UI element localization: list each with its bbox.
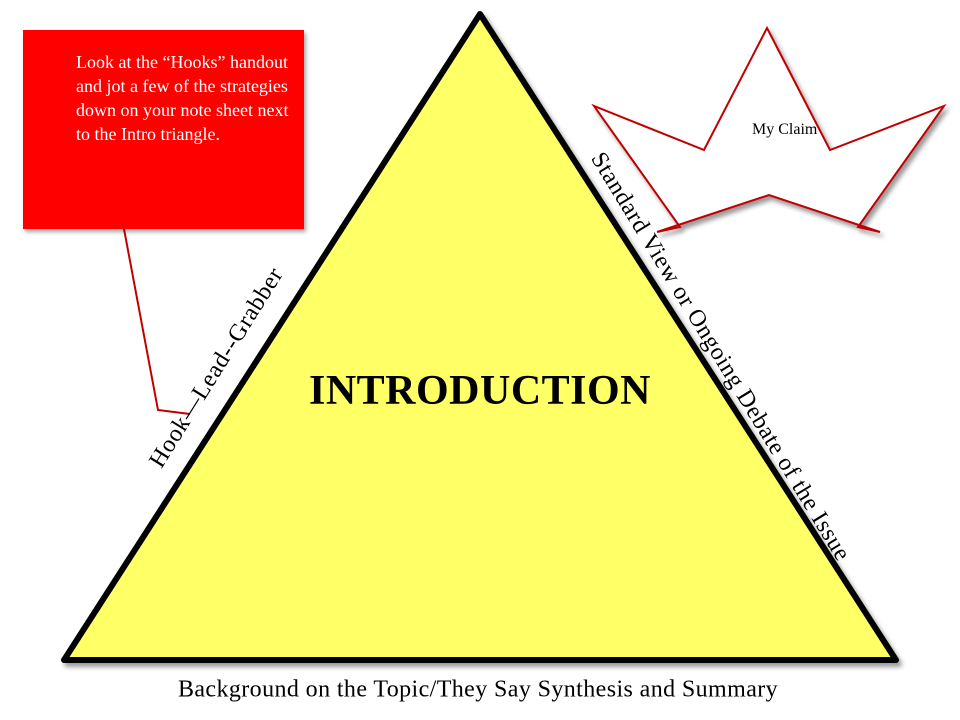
claim-star <box>591 25 947 233</box>
hooks-callout-box: Look at the “Hooks” handout and jot a fe… <box>23 30 304 229</box>
callout-pointer-line <box>123 228 191 415</box>
triangle-title: INTRODUCTION <box>308 368 652 414</box>
base-label: Background on the Topic/They Say Synthes… <box>177 676 779 703</box>
introduction-triangle <box>61 11 899 663</box>
star-claim-text: My Claim <box>752 121 818 138</box>
hooks-callout-text: Look at the “Hooks” handout and jot a fe… <box>76 52 289 144</box>
